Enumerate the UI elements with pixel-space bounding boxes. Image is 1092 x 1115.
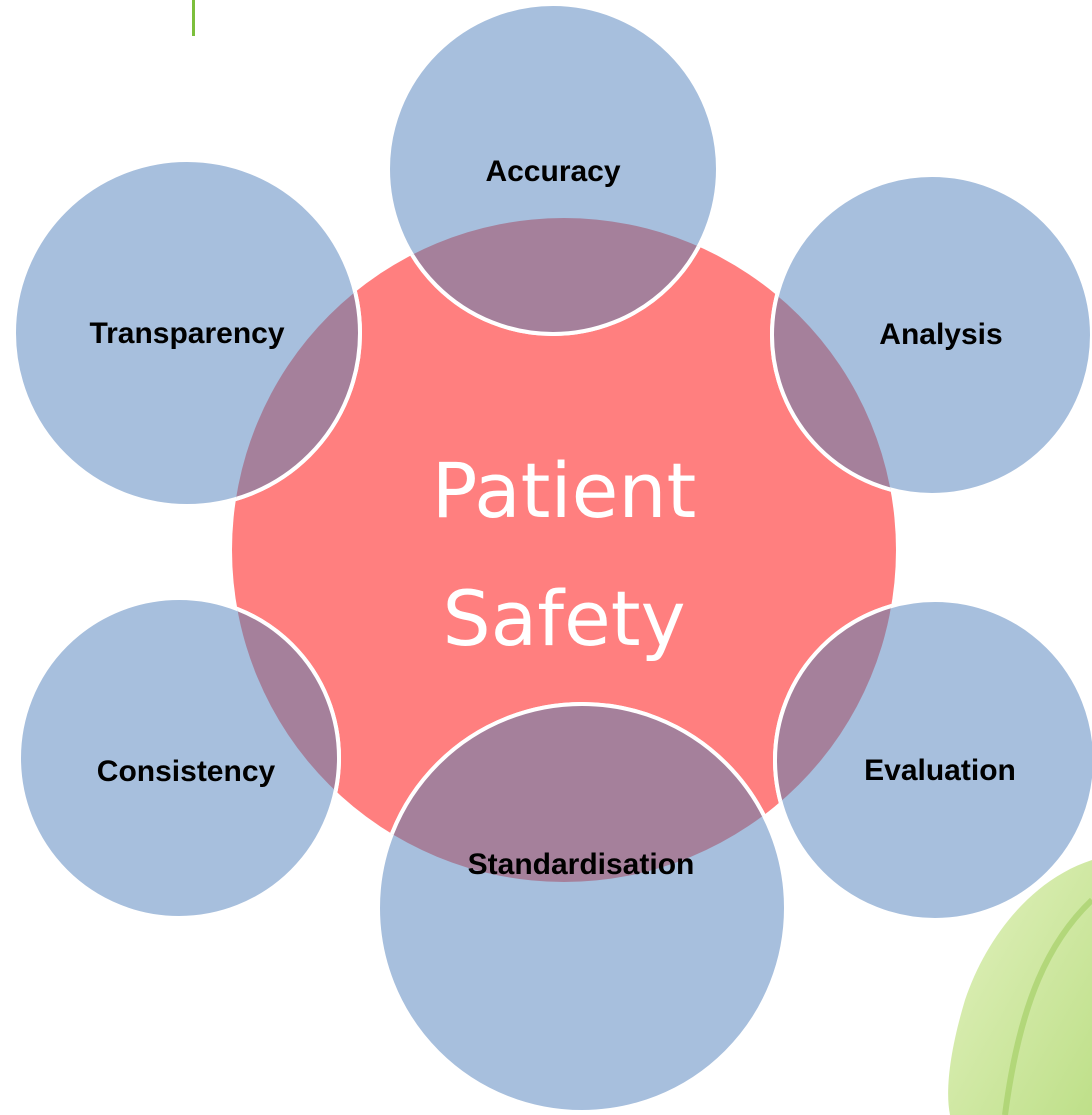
label-standardisation: Standardisation <box>468 848 695 881</box>
label-transparency: Transparency <box>89 317 284 350</box>
center-circle <box>232 218 896 882</box>
label-accuracy: Accuracy <box>485 155 620 188</box>
center-title-line2: Safety <box>442 574 685 663</box>
leaf-decoration <box>948 860 1092 1115</box>
overlap-accuracy <box>386 218 720 336</box>
label-consistency: Consistency <box>97 755 276 788</box>
center-title-line1: Patient <box>432 446 697 535</box>
label-evaluation: Evaluation <box>864 754 1016 787</box>
leaf-decoration-vein <box>1002 897 1092 1115</box>
overlap-standardisation <box>376 702 788 882</box>
accent-line <box>192 0 195 36</box>
label-analysis: Analysis <box>879 318 1002 351</box>
